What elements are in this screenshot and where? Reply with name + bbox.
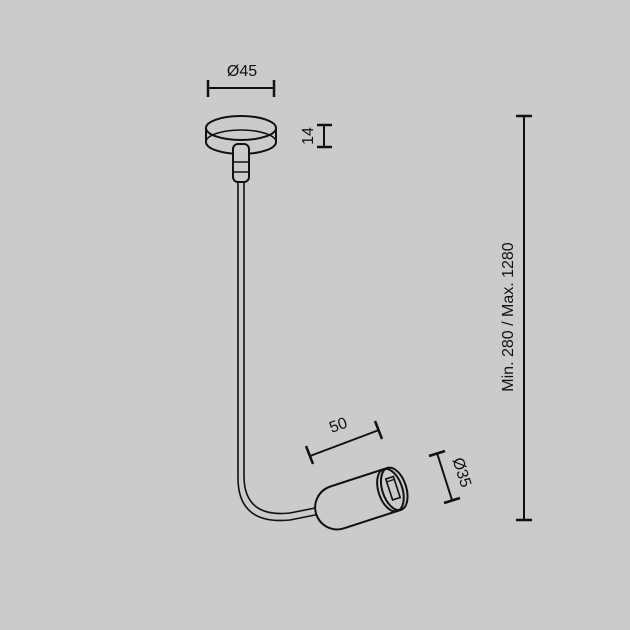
canopy-diameter-label: Ø45: [227, 63, 257, 80]
shade-diameter-dimension: [428, 449, 461, 505]
shade-length-dimension: [304, 420, 384, 465]
lamp-head: [314, 466, 409, 531]
shade-length-label: 50: [327, 415, 350, 437]
cord-connector: [232, 143, 250, 183]
flexible-cord: [237, 182, 321, 522]
canopy-height-dimension: [317, 123, 332, 149]
canopy-height-label: 14: [300, 127, 317, 145]
canopy-diameter-dimension: [206, 80, 276, 97]
suspension-length-dimension: [516, 114, 532, 522]
suspension-length-label: Min. 280 / Max. 1280: [500, 242, 517, 392]
shade-diameter-label: Ø35: [449, 456, 475, 490]
